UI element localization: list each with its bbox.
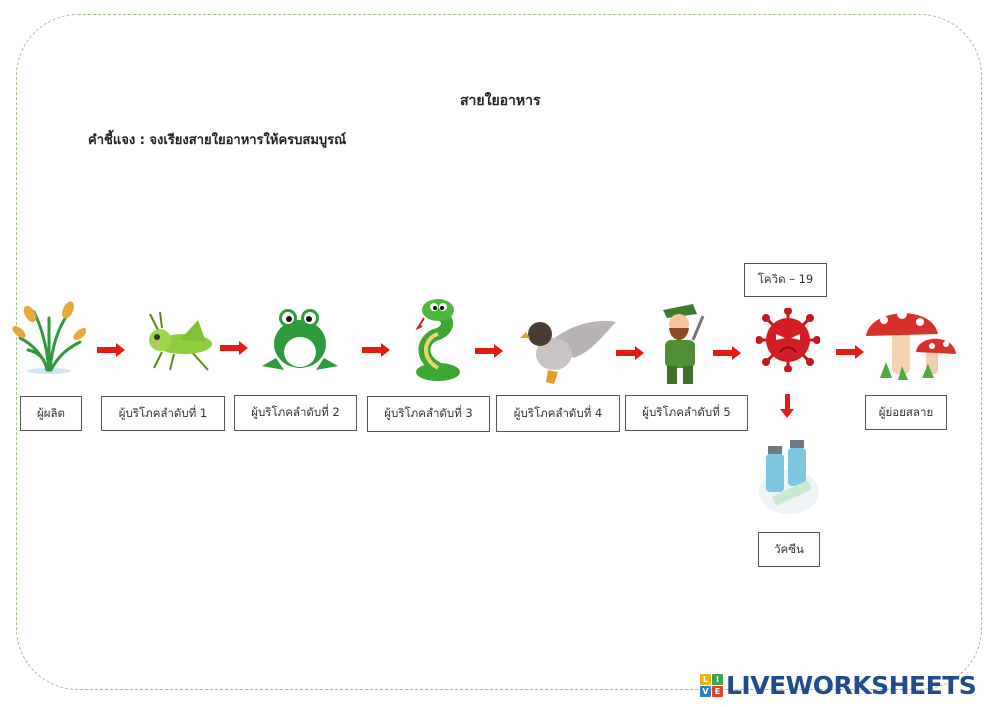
- hunter-icon: [663, 304, 705, 384]
- vaccine-vials-icon: [759, 440, 819, 514]
- arrow-6: [713, 346, 741, 360]
- liveworksheets-logo: L I V E LIVEWORKSHEETS: [700, 671, 977, 700]
- label-vaccine[interactable]: วัคซีน: [758, 532, 820, 567]
- label-consumer-4[interactable]: ผู้บริโภคลำดับที่ 4: [496, 395, 620, 432]
- arrow-3: [362, 343, 390, 357]
- arrow-4: [475, 344, 503, 358]
- worksheet-title: สายใยอาหาร: [460, 93, 541, 109]
- covid-virus-icon: [756, 308, 820, 372]
- label-consumer-5[interactable]: ผู้บริโภคลำดับที่ 5: [625, 395, 748, 431]
- label-consumer-1[interactable]: ผู้บริโภคลำดับที่ 1: [101, 396, 225, 431]
- arrow-5: [616, 346, 644, 360]
- worksheet-border: [16, 14, 982, 690]
- arrow-down: [780, 394, 794, 418]
- grasshopper-icon: [149, 312, 212, 371]
- rice-plant-icon: [12, 301, 86, 374]
- arrow-7: [836, 345, 864, 359]
- frog-icon: [262, 309, 338, 370]
- label-consumer-3[interactable]: ผู้บริโภคลำดับที่ 3: [367, 396, 490, 432]
- snake-icon: [415, 299, 460, 381]
- label-consumer-2[interactable]: ผู้บริโภคลำดับที่ 2: [234, 395, 357, 431]
- worksheet-instruction: คำชี้แจง : จงเรียงสายใยอาหารให้ครบสมบูรณ…: [88, 133, 347, 148]
- label-covid[interactable]: โควิด – 19: [744, 263, 827, 297]
- mushroom-icon: [866, 309, 956, 380]
- label-decomposer[interactable]: ผู้ย่อยสลาย: [865, 395, 947, 430]
- logo-text: LIVEWORKSHEETS: [726, 671, 977, 700]
- label-producer[interactable]: ผู้ผลิต: [20, 396, 82, 431]
- logo-tiles: L I V E: [700, 674, 723, 697]
- eagle-icon: [520, 320, 616, 384]
- arrow-2: [220, 341, 248, 355]
- arrow-1: [97, 343, 125, 357]
